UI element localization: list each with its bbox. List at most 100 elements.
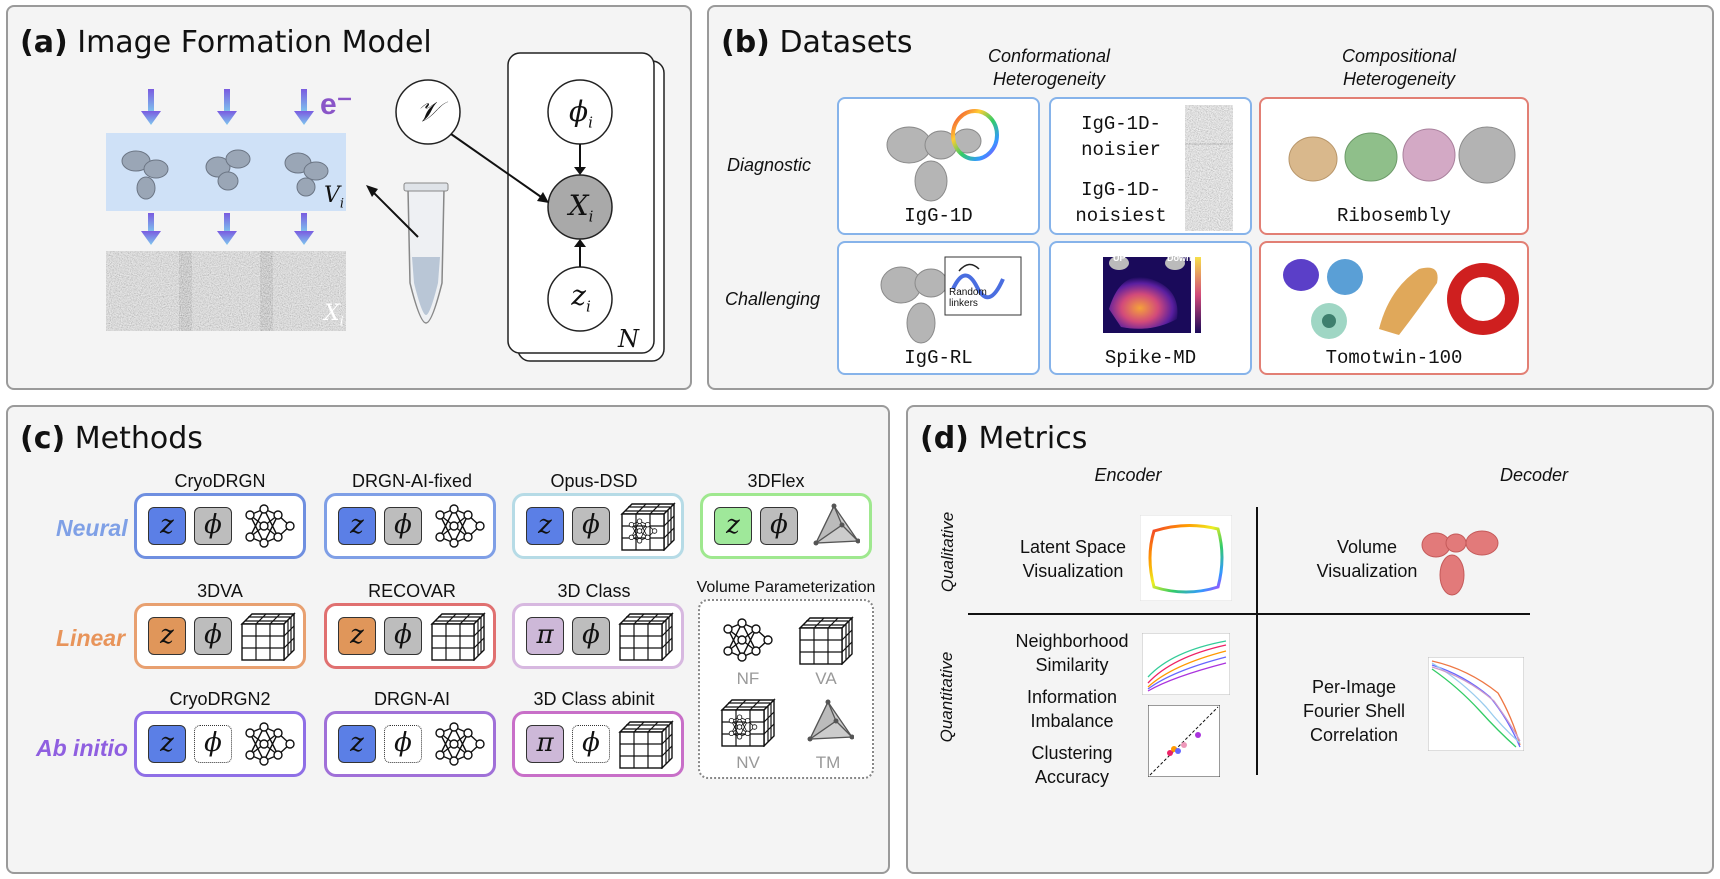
projection-arrows xyxy=(141,213,314,245)
tetrahedral-mesh-icon xyxy=(810,503,860,549)
sample-tube-icon xyxy=(403,182,449,324)
neural-network-icon xyxy=(244,721,296,767)
dataset-card-spike-md: UP Down Spike-MD xyxy=(1049,241,1252,375)
method-label-3dva: 3DVA xyxy=(197,581,243,601)
pose-phi-token: ϕ xyxy=(572,507,610,545)
volume-label: Vi xyxy=(324,183,345,212)
class-pi-token: π xyxy=(526,725,564,763)
pose-phi-token: ϕ xyxy=(384,725,422,763)
graphical-model xyxy=(366,52,665,362)
neural-volume-icon xyxy=(620,501,676,551)
volume-render-illustration xyxy=(1421,530,1499,596)
voxel-array-icon xyxy=(618,719,674,769)
node-z-label: zi xyxy=(571,279,591,316)
metrics-vertical-divider xyxy=(1256,507,1258,775)
electron-label: e⁻ xyxy=(320,88,353,121)
dataset-label-noisier: IgG-1D-noisier xyxy=(1081,113,1161,161)
panel-image-formation-model: (a) Image Formation Model e⁻ Vi xyxy=(6,5,692,390)
noise-thumbnails xyxy=(1185,105,1229,227)
vp-label-tm: TM xyxy=(815,753,841,772)
dataset-card-ribosembly: Ribosembly xyxy=(1259,97,1529,235)
voxel-array-icon xyxy=(430,611,486,661)
image-label: Xi xyxy=(324,301,344,330)
igg-structure-illustration xyxy=(886,109,999,202)
volume-parameterization-title: Volume Parameterization xyxy=(690,579,882,597)
vp-label-nv: NV xyxy=(736,753,760,772)
plate-label: N xyxy=(618,325,639,353)
panel-d-title: (d) Metrics xyxy=(920,421,1088,456)
neighborhood-similarity-plot xyxy=(1142,633,1230,695)
latent-z-token: z xyxy=(338,507,376,545)
row-label-linear: Linear xyxy=(56,625,126,651)
pose-phi-token: ϕ xyxy=(572,725,610,763)
node-x-label: Xi xyxy=(568,189,594,226)
noisy-images xyxy=(106,251,346,331)
dataset-label-tomotwin: Tomotwin-100 xyxy=(1325,347,1463,369)
neural-network-icon xyxy=(434,721,486,767)
pose-phi-token: ϕ xyxy=(384,617,422,655)
method-label-cryodrgn: CryoDRGN xyxy=(174,471,266,491)
tomotwin-structures-illustration xyxy=(1283,259,1519,339)
latent-z-token: z xyxy=(526,507,564,545)
pose-phi-token: ϕ xyxy=(194,507,232,545)
latent-z-token: z xyxy=(148,617,186,655)
voxel-array-icon xyxy=(240,611,296,661)
dataset-card-igg-1d: IgG-1D xyxy=(837,97,1040,235)
clustering-scatter-plot xyxy=(1148,705,1220,777)
voxel-array-icon xyxy=(618,611,674,661)
row-label-abinitio: Ab initio xyxy=(36,735,128,761)
row-label-challenging: Challenging xyxy=(725,289,821,309)
dataset-label-ribosembly: Ribosembly xyxy=(1336,205,1452,227)
latent-space-plot xyxy=(1140,515,1232,601)
class-pi-token: π xyxy=(526,617,564,655)
method-label-opus-dsd: Opus-DSD xyxy=(550,471,638,491)
latent-z-token: z xyxy=(338,725,376,763)
electron-beam-arrows xyxy=(141,89,314,125)
node-volume-label: 𝒱 xyxy=(416,95,440,128)
voxel-array-icon xyxy=(798,615,854,665)
vp-label-va: VA xyxy=(815,669,837,688)
metrics-horizontal-divider xyxy=(968,613,1530,615)
dataset-card-igg-noise: IgG-1D-noisier IgG-1D-noisiest xyxy=(1049,97,1252,235)
pose-phi-token: ϕ xyxy=(760,507,798,545)
dataset-label-igg-1d: IgG-1D xyxy=(904,205,973,227)
pose-phi-token: ϕ xyxy=(572,617,610,655)
neural-network-icon xyxy=(244,503,296,549)
method-label-recovar: RECOVAR xyxy=(368,581,456,601)
method-label-cryodrgn2: CryoDRGN2 xyxy=(169,689,271,709)
dataset-card-tomotwin: Tomotwin-100 xyxy=(1259,241,1529,375)
vp-label-nf: NF xyxy=(736,669,760,688)
pose-phi-token: ϕ xyxy=(194,725,232,763)
neural-network-icon xyxy=(434,503,486,549)
spike-down-label: Down xyxy=(1167,253,1192,263)
fsc-curves-plot xyxy=(1428,657,1524,751)
tetrahedral-mesh-icon xyxy=(804,699,854,745)
col-header-encoder: Encoder xyxy=(1094,465,1162,485)
row-label-diagnostic: Diagnostic xyxy=(727,155,812,175)
panel-methods: (c) Methods Neural Linear Ab initio Cryo… xyxy=(6,405,890,874)
igg-rl-structure-illustration xyxy=(880,256,1022,344)
method-label-3d-class-abinit: 3D Class abinit xyxy=(533,689,655,709)
method-label-drgn-ai: DRGN-AI xyxy=(374,689,450,709)
row-label-neural: Neural xyxy=(56,515,128,541)
row-label-quantitative: Quantitative xyxy=(937,651,956,743)
volume-particles-illustration xyxy=(121,149,329,200)
neural-volume-icon xyxy=(720,697,776,747)
panel-metrics: (d) Metrics Encoder Decoder Qualitative … xyxy=(906,405,1714,874)
latent-z-token: z xyxy=(714,507,752,545)
row-label-qualitative: Qualitative xyxy=(938,511,957,593)
panel-c-title: (c) Methods xyxy=(20,421,203,456)
panel-b-title: (b) Datasets xyxy=(721,25,913,60)
node-phi-label: ϕi xyxy=(569,95,593,132)
method-label-3d-class: 3D Class xyxy=(557,581,631,601)
pose-phi-token: ϕ xyxy=(194,617,232,655)
